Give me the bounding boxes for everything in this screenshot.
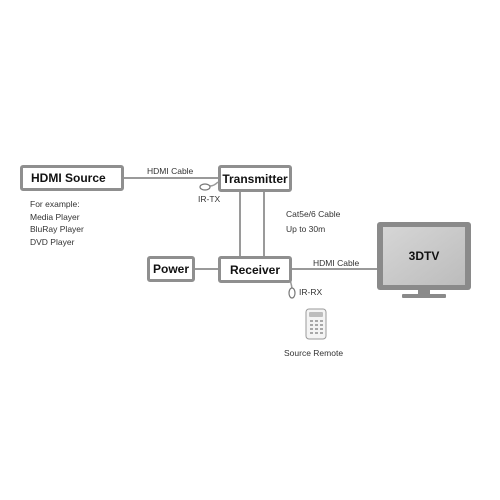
- examples-heading: For example:: [30, 199, 80, 209]
- ir-tx-label: IR-TX: [198, 194, 221, 204]
- hdmi-cable-out-label: HDMI Cable: [313, 258, 360, 268]
- example-item: Media Player: [30, 211, 80, 222]
- example-item: DVD Player: [30, 236, 75, 247]
- power-label: Power: [152, 262, 189, 276]
- example-item: BluRay Player: [30, 224, 84, 234]
- transmitter-label: Transmitter: [222, 171, 288, 186]
- source-remote-label: Source Remote: [284, 348, 344, 358]
- power-box: Power: [147, 256, 195, 282]
- ir-rx-label: IR-RX: [299, 287, 323, 297]
- remote-control-icon: [305, 308, 327, 340]
- distance-label: Up to 30m: [286, 224, 326, 234]
- ir-tx-sensor-icon: [199, 181, 219, 191]
- transmitter-box: Transmitter: [218, 165, 292, 192]
- hdmi-cable-in-label: HDMI Cable: [147, 166, 194, 176]
- receiver-box: Receiver: [218, 256, 292, 283]
- tv-icon: [377, 222, 471, 298]
- source-examples: For example: Media Player BluRay Player …: [30, 198, 84, 248]
- tv-screen-label: 3DTV: [408, 249, 440, 263]
- ir-rx-sensor-icon: [288, 279, 296, 299]
- hdmi-source-box: HDMI Source: [20, 165, 124, 191]
- hdmi-source-label: HDMI Source: [31, 171, 106, 185]
- receiver-label: Receiver: [229, 262, 281, 277]
- cat-cable-label: Cat5e/6 Cable: [286, 209, 341, 219]
